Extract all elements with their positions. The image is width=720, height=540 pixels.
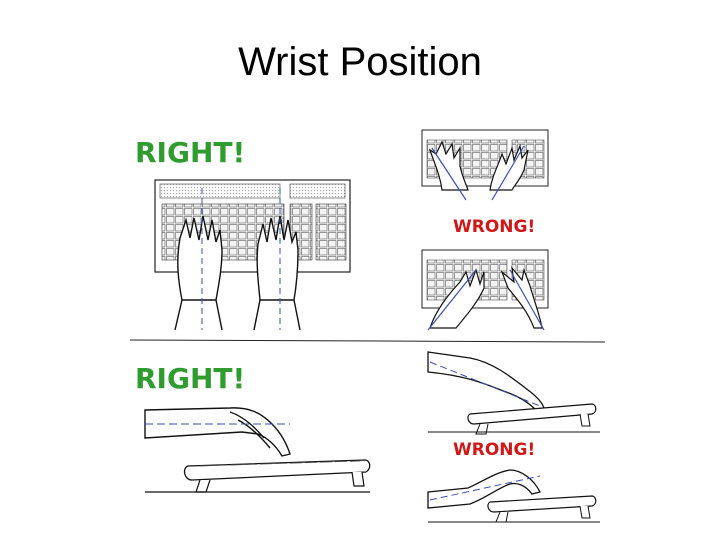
panel-top-right: WRONG!: [422, 130, 548, 330]
arm-straight-side: [145, 408, 290, 456]
wrist-bent-up: [428, 470, 600, 522]
wrist-bent-down: [428, 352, 600, 434]
wrist-position-illustration: RIGHT!: [130, 120, 605, 530]
panel-bottom-right: WRONG!: [428, 352, 600, 522]
keyboard-wrong-1: [422, 130, 548, 200]
panel-divider: [130, 340, 605, 342]
keyboard-wrong-2: [422, 250, 548, 330]
wrong-label-bottom: WRONG!: [453, 440, 535, 460]
illustration-svg: RIGHT!: [130, 120, 605, 530]
right-label-bottom: RIGHT!: [135, 362, 245, 395]
keyboard-side-view: [145, 460, 370, 492]
right-label-top: RIGHT!: [135, 136, 245, 169]
slide-title: Wrist Position: [0, 40, 720, 85]
panel-top-left: RIGHT!: [135, 136, 350, 330]
wrong-label-top: WRONG!: [453, 217, 535, 237]
panel-bottom-left: RIGHT!: [135, 362, 370, 492]
